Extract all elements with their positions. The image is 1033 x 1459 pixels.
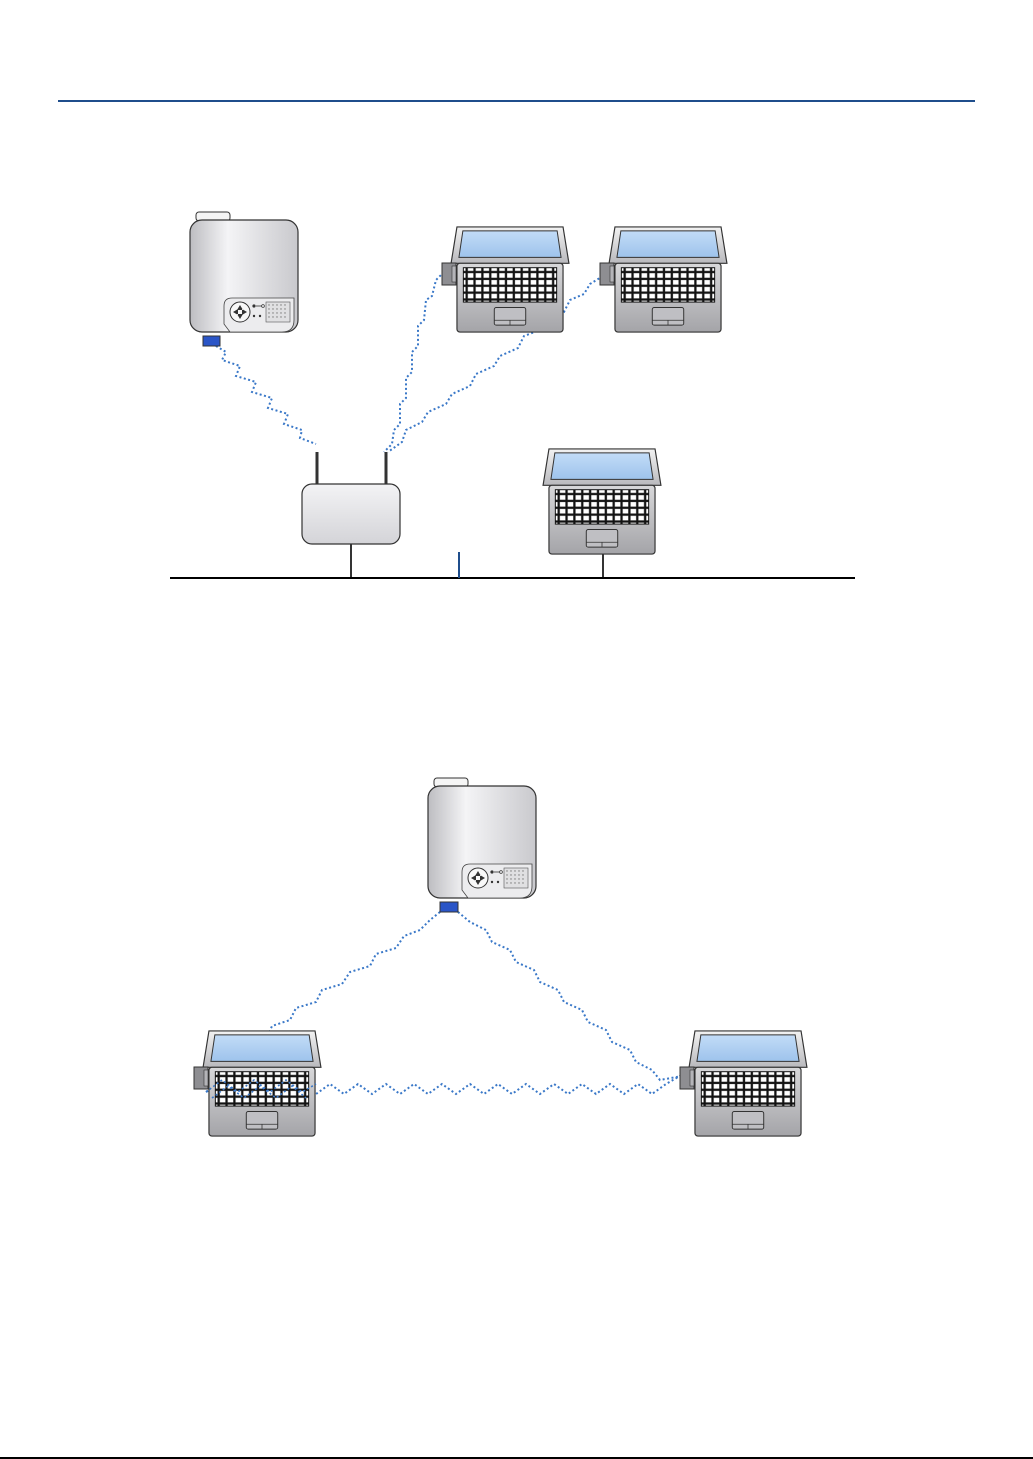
projector-icon [190, 212, 298, 346]
wireless-adapter-icon [194, 1067, 208, 1089]
laptop-icon [543, 449, 661, 554]
wireless-link-projector [216, 346, 316, 444]
wireless-adapter-icon [600, 263, 614, 285]
laptop-icon [442, 227, 569, 332]
laptop-icon [680, 1031, 807, 1136]
infrastructure-diagram [170, 212, 855, 578]
laptop-icon [194, 1031, 321, 1136]
wireless-adapter-icon [203, 336, 220, 346]
wireless-adapter-icon [680, 1067, 694, 1089]
projector-icon [428, 778, 536, 912]
laptop-icon [600, 227, 727, 332]
wireless-adapter-icon [442, 263, 456, 285]
wireless-adapter-icon [440, 902, 458, 912]
access-point-icon [302, 452, 400, 544]
wireless-link-projector-right-laptop [458, 912, 682, 1080]
ad-hoc-diagram [194, 778, 807, 1136]
